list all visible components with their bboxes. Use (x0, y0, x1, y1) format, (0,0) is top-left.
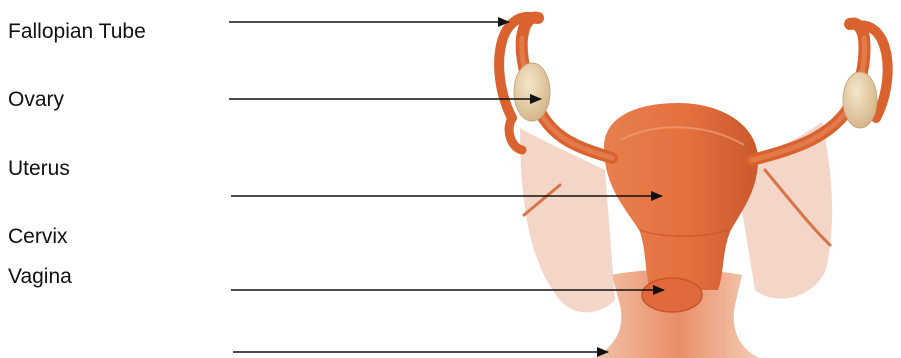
cervix-illustration (642, 278, 702, 312)
label-uterus: Uterus (8, 157, 70, 181)
label-cervix: Cervix (8, 225, 68, 249)
right-ovary (843, 72, 877, 128)
left-ovary (514, 63, 550, 121)
label-vagina: Vagina (8, 265, 72, 289)
label-ovary: Ovary (8, 88, 64, 112)
label-fallopian-tube: Fallopian Tube (8, 20, 146, 44)
